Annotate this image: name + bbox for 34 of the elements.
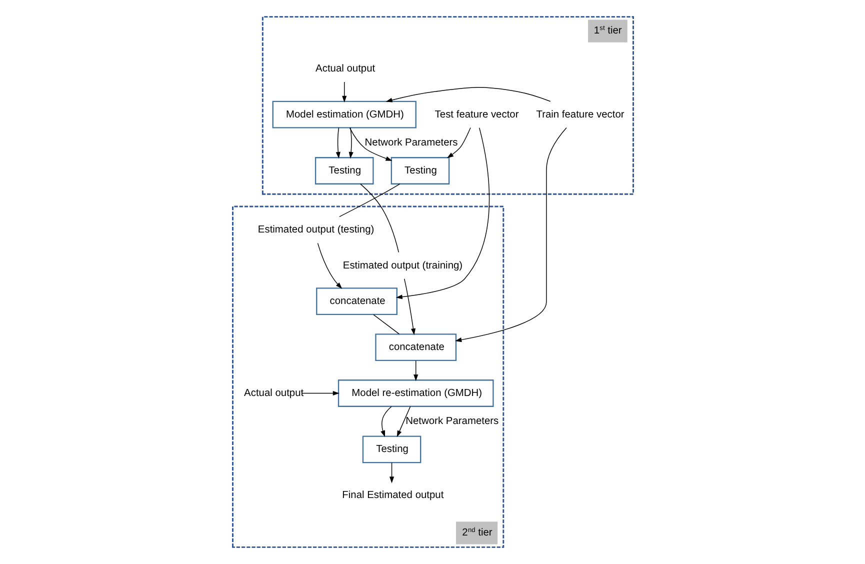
arrow — [446, 127, 470, 158]
arrow — [385, 87, 550, 102]
node-text: Train feature vector — [536, 109, 624, 120]
arrow — [403, 278, 416, 336]
arrow — [316, 242, 342, 289]
connector — [372, 314, 400, 334]
arrow — [395, 127, 490, 300]
node-box: Testing — [362, 436, 421, 464]
node-box: Model estimation (GMDH) — [272, 100, 416, 128]
arrow — [348, 128, 392, 161]
node-text: Test feature vector — [434, 109, 518, 120]
node-box: concatenate — [316, 288, 397, 316]
node-text: Actual output — [244, 388, 304, 399]
arrow — [454, 127, 566, 342]
connector — [360, 184, 399, 253]
node-box: concatenate — [374, 334, 456, 361]
edge-label: Network Parameters — [405, 416, 498, 428]
arrow — [302, 390, 339, 396]
node-text: Final Estimated output — [342, 490, 444, 502]
arrow — [335, 127, 340, 159]
arrow — [388, 462, 394, 484]
node-box: Model re-estimation (GMDH) — [337, 380, 494, 407]
node-text: Estimated output (testing) — [257, 224, 374, 236]
node-box: Testing — [314, 157, 374, 184]
edge-label: Network Parameters — [364, 137, 458, 148]
connector — [338, 184, 400, 218]
arrow — [348, 127, 353, 159]
arrow — [380, 406, 392, 438]
node-box: Testing — [390, 157, 450, 184]
arrow — [396, 406, 410, 438]
arrow — [342, 82, 346, 102]
node-text: Estimated output (training) — [342, 260, 462, 272]
node-text: Actual output — [315, 63, 375, 74]
arrow — [413, 360, 418, 382]
